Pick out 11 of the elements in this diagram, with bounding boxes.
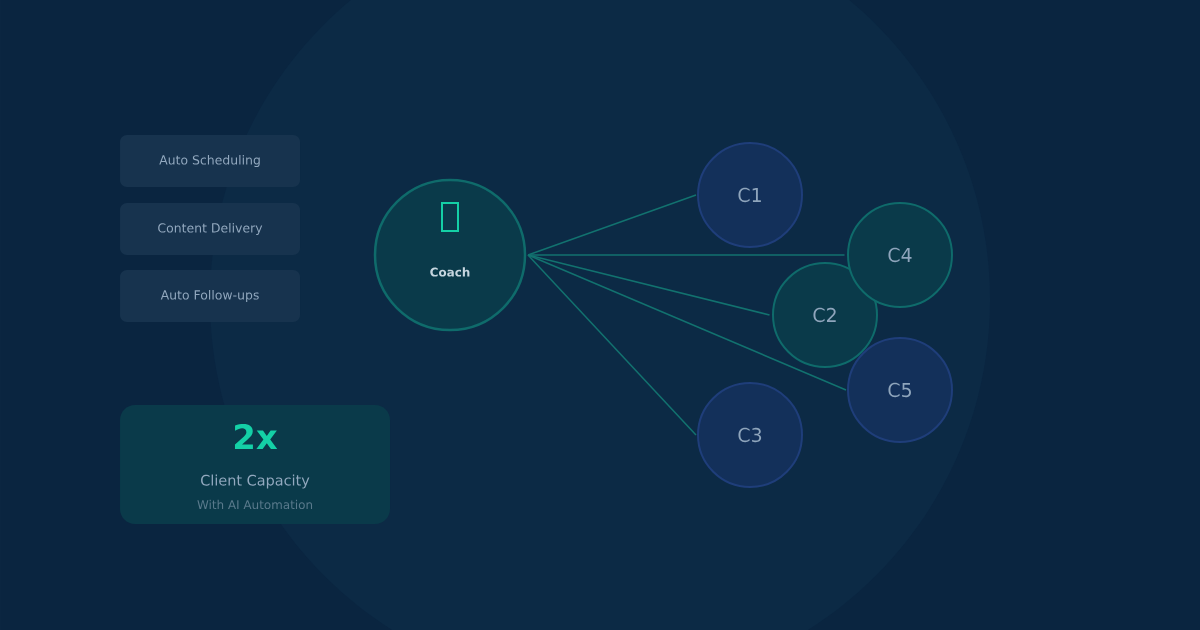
connector-line bbox=[527, 254, 697, 436]
feature-box: Auto Scheduling bbox=[120, 135, 300, 187]
connector-line bbox=[527, 254, 771, 316]
stat-value: 2x bbox=[234, 423, 278, 450]
stat-label: Client Capacity bbox=[201, 474, 310, 489]
feature-box: Auto Follow-ups bbox=[120, 270, 300, 322]
hub-label: Coach bbox=[430, 267, 470, 277]
stat-caption: With AI Automation bbox=[197, 499, 313, 510]
connector-line bbox=[527, 194, 697, 256]
feature-box: Content Delivery bbox=[120, 203, 300, 255]
connector-line bbox=[527, 254, 847, 391]
